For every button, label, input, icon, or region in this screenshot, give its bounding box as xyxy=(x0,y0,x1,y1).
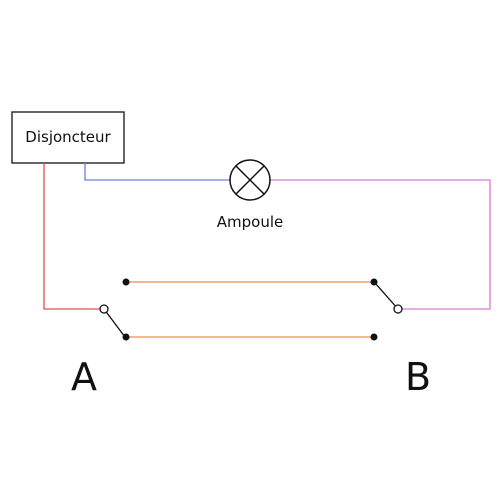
switch-a xyxy=(99,278,130,341)
switch-a-terminal-bottom xyxy=(122,333,130,341)
red-wire xyxy=(43,163,104,310)
switch-b-terminal-top xyxy=(370,278,378,286)
lamp-label: Ampoule xyxy=(217,213,283,231)
breaker-label: Disjoncteur xyxy=(25,128,111,146)
switch-a-pivot xyxy=(99,304,109,314)
switch-a-terminal-top xyxy=(122,278,130,286)
breaker-box xyxy=(11,111,125,164)
blue-wire xyxy=(84,163,230,181)
lamp-symbol xyxy=(229,159,271,201)
switch-a-blade xyxy=(103,308,126,338)
switch-a-label: A xyxy=(71,355,97,399)
switch-b xyxy=(370,278,403,341)
magenta-wire xyxy=(270,179,491,310)
switch-b-label: B xyxy=(405,355,431,399)
switch-b-pivot xyxy=(393,304,403,314)
switch-b-blade xyxy=(374,282,399,310)
switch-b-terminal-bottom xyxy=(370,333,378,341)
